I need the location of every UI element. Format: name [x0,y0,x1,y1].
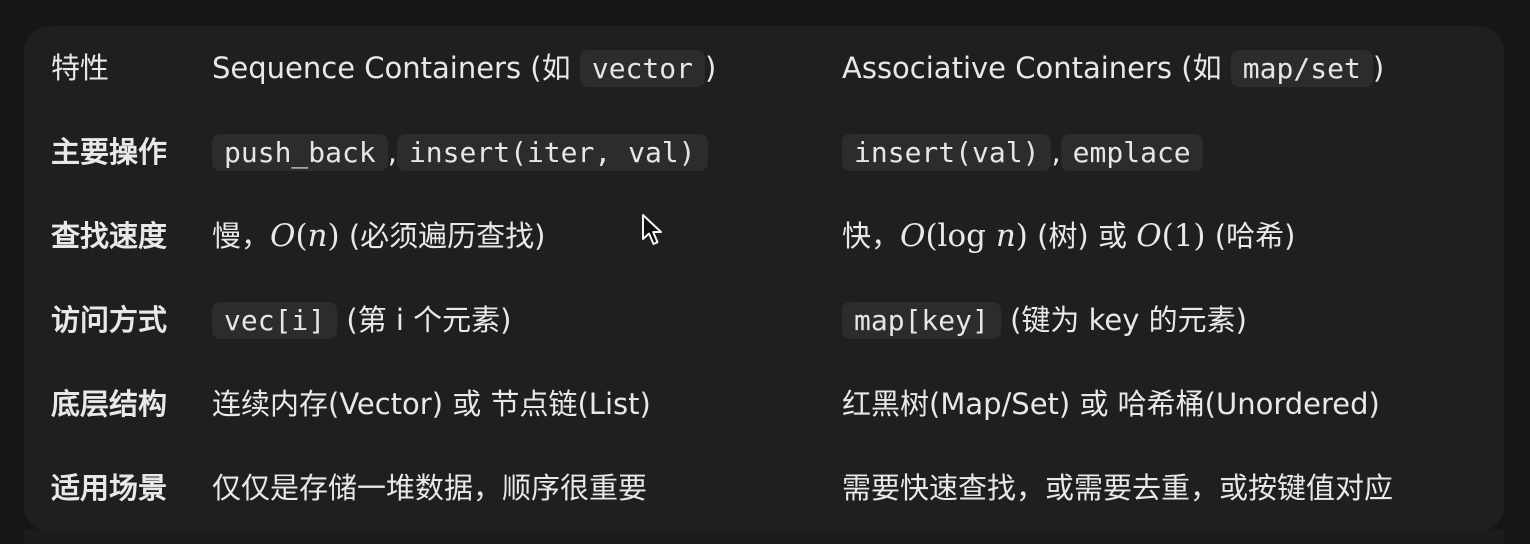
code-push-back: push_back [212,133,388,171]
cell-seq-operations: push_back,insert(iter, val) [212,110,842,194]
access-suffix: (第 i 个元素) [337,302,512,337]
lookup-middle: (树) 或 [1027,219,1137,253]
next-block-edge [24,530,1504,544]
table-card [24,26,1504,532]
access-suffix: (键为 key 的元素) [1000,302,1247,337]
cell-assoc-usage: 需要快速查找，或需要去重，或按键值对应 [842,471,1394,505]
lookup-suffix: (必须遍历查找) [339,219,546,253]
row-label: 查找速度 [51,219,168,253]
header-feature: 特性 [51,51,110,85]
row-label: 主要操作 [51,135,168,169]
table-row: 底层结构 连续内存(Vector) 或 节点链(List) 红黑树(Map/Se… [26,362,1504,446]
cell-assoc-structure: 红黑树(Map/Set) 或 哈希桶(Unordered) [842,387,1380,421]
math-o-1: O(1) [1136,218,1206,254]
math-o-log-n: O(log n) [900,218,1028,254]
lookup-prefix: 慢， [212,219,271,253]
header-associative-suffix: ) [1372,50,1385,85]
code-emplace: emplace [1060,133,1203,171]
header-associative: Associative Containers (如 map/set) [842,26,1504,110]
cell-seq-usage: 仅仅是存储一堆数据，顺序很重要 [212,471,648,505]
header-sequence-prefix: Sequence Containers (如 [212,50,580,85]
cell-assoc-lookup: 快，O(log n) (树) 或 O(1) (哈希) [842,194,1504,278]
row-label: 底层结构 [51,387,168,421]
math-o-n: O(n) [270,218,340,254]
header-associative-prefix: Associative Containers (如 [842,50,1231,85]
table-row: 访问方式 vec[i] (第 i 个元素) map[key] (键为 key 的… [26,278,1504,362]
code-map-key: map[key] [842,301,1001,339]
code-vec-i: vec[i] [212,301,338,339]
header-sequence: Sequence Containers (如 vector) [212,26,842,110]
table-row: 查找速度 慢，O(n) (必须遍历查找) 快，O(log n) (树) 或 O(… [26,194,1504,278]
cell-assoc-operations: insert(val),emplace [842,110,1504,194]
table-row: 主要操作 push_back,insert(iter, val) insert(… [26,110,1504,194]
table-header-row: 特性 Sequence Containers (如 vector) Associ… [26,26,1504,110]
table-row: 适用场景 仅仅是存储一堆数据，顺序很重要 需要快速查找，或需要去重，或按键值对应 [26,446,1504,530]
separator: , [1051,134,1061,169]
cell-seq-structure: 连续内存(Vector) 或 节点链(List) [212,387,651,421]
comparison-table: 特性 Sequence Containers (如 vector) Associ… [26,26,1504,530]
header-sequence-suffix: ) [705,50,717,85]
code-map-set: map/set [1230,49,1373,87]
separator: , [387,134,397,169]
code-vector: vector [579,49,705,87]
cell-seq-lookup: 慢，O(n) (必须遍历查找) [212,194,842,278]
mouse-cursor-icon [642,214,662,245]
lookup-prefix: 快， [842,219,901,253]
cell-assoc-access: map[key] (键为 key 的元素) [842,278,1504,362]
code-insert-iter-val: insert(iter, val) [396,133,708,171]
row-label: 适用场景 [51,471,168,505]
row-label: 访问方式 [51,303,168,337]
cell-seq-access: vec[i] (第 i 个元素) [212,278,842,362]
lookup-suffix: (哈希) [1205,219,1296,253]
code-insert-val: insert(val) [842,133,1052,171]
